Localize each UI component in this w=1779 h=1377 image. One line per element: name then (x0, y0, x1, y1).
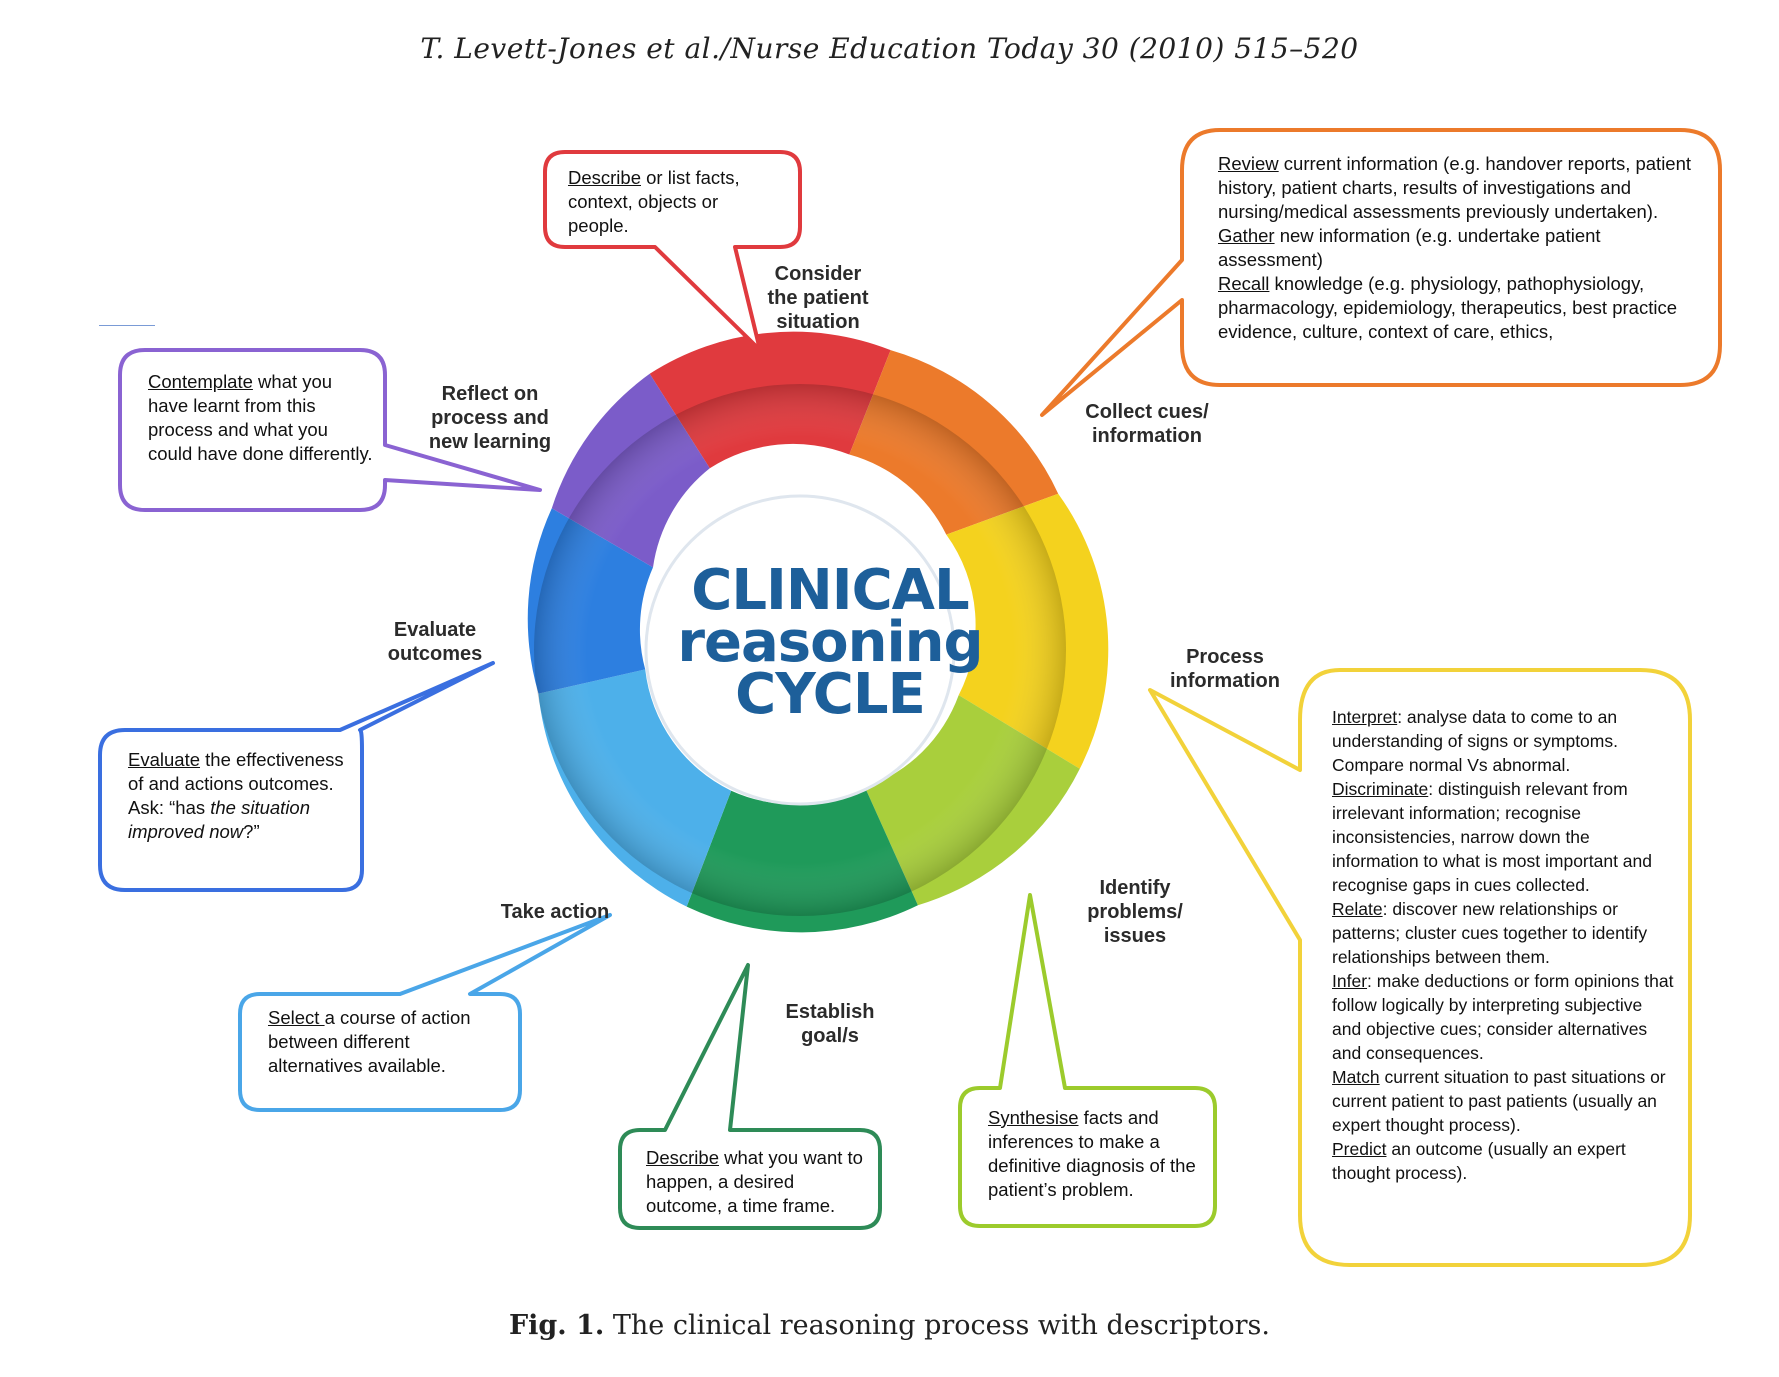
stage-label-identify: Identify problems/ issues (1087, 877, 1183, 947)
figure-graphics (98, 128, 1722, 1267)
callout-bubble-lightgreen (958, 893, 1217, 1228)
callout-select-action: Select a course of action between differ… (268, 1007, 471, 1076)
callout-collect-cues: Review current information (e.g. handove… (1218, 153, 1692, 342)
stage-label-evaluate: Evaluate outcomes (387, 619, 483, 665)
callout-bubble-orange (1040, 128, 1722, 417)
callout-describe-facts: Describe or list facts, context, objects… (568, 167, 740, 236)
caption-label: Fig. 1. (509, 1310, 605, 1341)
callout-describe-goal: Describe what you want to happen, a desi… (646, 1147, 863, 1216)
hyperlink-mark (99, 325, 155, 326)
clinical-reasoning-figure: CLINICAL reasoning CYCLE Consider the pa… (98, 128, 1722, 1267)
callout-bubble-green (618, 963, 882, 1230)
stage-label-reflect: Reflect on process and new learning (428, 383, 552, 453)
figure-caption: Fig. 1. The clinical reasoning process w… (0, 1310, 1779, 1341)
cycle-center-title: CLINICAL reasoning CYCLE (610, 558, 1050, 727)
center-title-line3: CYCLE (735, 662, 926, 727)
running-header: T. Levett-Jones et al./Nurse Education T… (420, 32, 1359, 65)
callout-bubble-red (543, 150, 802, 352)
callout-bubble-purple (118, 348, 542, 512)
callout-bubble-lightblue (238, 913, 612, 1112)
cycle-ring (527, 331, 1109, 933)
caption-text: The clinical reasoning process with desc… (604, 1310, 1270, 1341)
callout-bubble-yellow (1148, 668, 1692, 1267)
callout-contemplate: Contemplate what you have learnt from th… (148, 371, 373, 464)
stage-label-process: Process information (1170, 646, 1280, 692)
center-title-line1: CLINICAL (691, 558, 969, 623)
stage-label-consider: Consider the patient situation (767, 263, 869, 333)
callout-bubble-blue (98, 661, 495, 892)
stage-label-establish: Establish goal/s (785, 1001, 875, 1047)
stage-label-collect: Collect cues/ information (1085, 401, 1209, 447)
center-title-line2: reasoning (677, 610, 983, 675)
callout-process-information: Interpret: analyse data to come to an un… (1332, 707, 1674, 1183)
callout-synthesise: Synthesise facts and inferences to make … (988, 1107, 1196, 1200)
callout-evaluate: Evaluate the effectiveness of and action… (128, 749, 344, 842)
stage-label-take-action: Take action (500, 901, 610, 923)
